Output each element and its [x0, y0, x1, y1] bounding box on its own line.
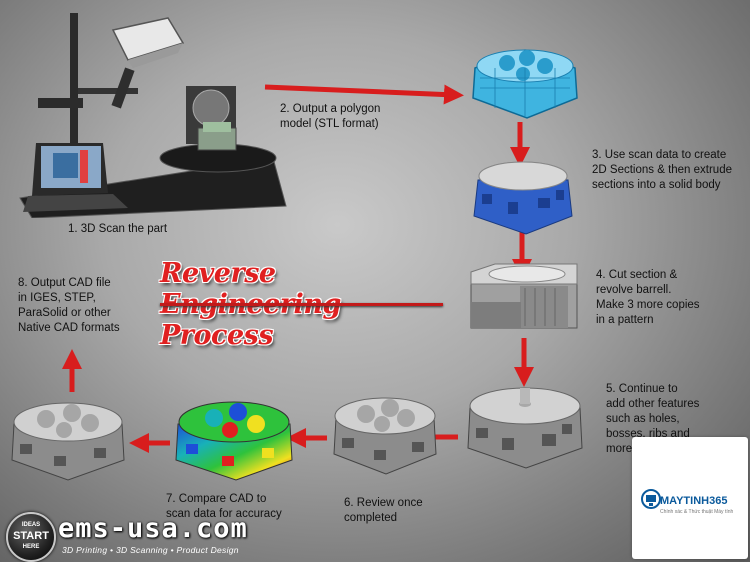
- featured-cad-model: [467, 387, 583, 469]
- step-4-caption: 4. Cut section & revolve barrell. Make 3…: [596, 269, 700, 326]
- monitor-logo-icon: [641, 489, 661, 509]
- step-6-caption: 6. Review once completed: [344, 497, 423, 524]
- review-cad-model: [333, 397, 437, 475]
- diagram-title: Reverse Engineering Process: [160, 258, 341, 351]
- revolved-section-model: [470, 263, 578, 329]
- step-7-caption: 7. Compare CAD to scan data for accuracy: [166, 493, 282, 520]
- step-5-caption: 5. Continue to add other features such a…: [606, 383, 700, 455]
- watermark-subtitle: Chính xác & Thức thuật Máy tính: [660, 509, 734, 515]
- step-3-caption: 3. Use scan data to create 2D Sections &…: [592, 149, 732, 191]
- solid-body-model: [473, 161, 573, 235]
- stl-mesh-model: [472, 49, 578, 119]
- scanner-setup-illustration: [19, 13, 287, 218]
- step-1-caption: 1. 3D Scan the part: [68, 223, 168, 235]
- step-2-caption: 2. Output a polygon model (STL format): [280, 103, 381, 130]
- step-8-caption: 8. Output CAD file in IGES, STEP, ParaSo…: [18, 277, 120, 334]
- deviation-heatmap-model: [175, 401, 293, 481]
- arrow-1-to-2: [264, 84, 464, 105]
- company-name: ems-usa.com: [58, 513, 248, 544]
- company-tagline: 3D Printing • 3D Scanning • Product Desi…: [62, 545, 239, 555]
- watermark-name: MAYTINH365: [660, 495, 728, 507]
- ideas-start-here-logo: IDEAS START HERE: [6, 512, 56, 562]
- maytinh365-watermark: MAYTINH365 Chính xác & Thức thuật Máy tí…: [632, 437, 748, 559]
- title-underline: [160, 303, 443, 306]
- output-cad-model: [11, 402, 125, 481]
